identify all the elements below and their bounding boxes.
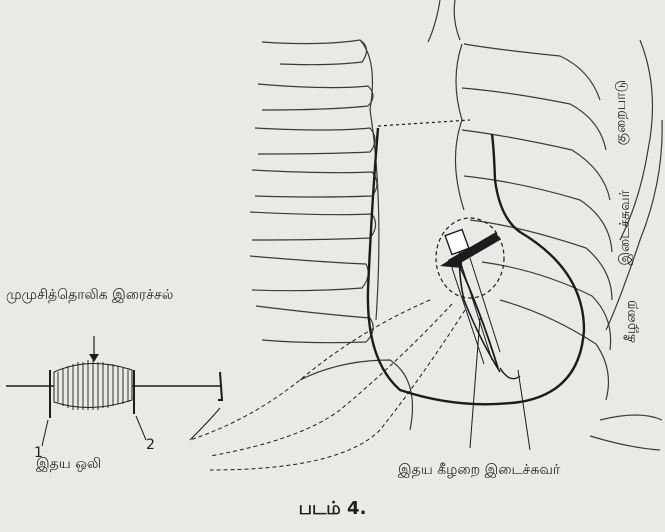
ventricle-vertical-label: கீழறை [622, 300, 639, 343]
rib-right-5 [470, 220, 612, 300]
marker-2-label: 2 [146, 437, 155, 453]
rib-far-right-2 [606, 120, 662, 330]
rib-right-1 [464, 44, 600, 100]
rib-left-7 [256, 306, 373, 343]
rib-right-3 [462, 130, 610, 200]
ribs-and-sternum [250, 0, 662, 450]
dashed-connector [378, 120, 470, 126]
rib-left-6 [250, 256, 368, 291]
curved-arrow [190, 408, 220, 440]
murmur-arrow-head [89, 354, 99, 362]
s1-pointer [42, 420, 48, 446]
rib-right-7 [500, 300, 608, 400]
rib-left-2 [258, 84, 373, 110]
dashed-flow-1 [190, 300, 430, 440]
rib-lower-left [300, 360, 413, 430]
septum-hook [500, 368, 520, 379]
dashed-flow-3 [210, 310, 465, 470]
heart-chamber-outline [368, 128, 584, 404]
rib-left-4 [252, 170, 377, 197]
sternum-right-edge [455, 44, 464, 210]
heart-sound-label: இதய ஒலி [36, 456, 101, 474]
flow-arrow-head [440, 252, 462, 268]
rib-lower-right [590, 415, 662, 450]
rib-left-1 [262, 40, 367, 65]
pointer-lines [190, 300, 530, 470]
sternum-top [428, 0, 460, 42]
heart-outline [368, 120, 584, 404]
rib-left-3 [255, 128, 375, 154]
murmur-label: முமுசித்தொலிக இரைச்சல் [6, 287, 173, 305]
rib-left-5 [250, 212, 376, 240]
defect-vertical-label: குறைபாடு [612, 80, 629, 145]
heart-sound-waveform [6, 336, 222, 446]
s2-pointer [136, 416, 146, 440]
septum-pointer-1 [518, 370, 530, 450]
septum-vertical-label: இடைச்சுவர் [616, 190, 633, 266]
dashed-flow-2 [210, 304, 452, 456]
rib-right-2 [462, 88, 606, 150]
figure-caption: படம் 4. [0, 498, 665, 521]
septum-label: இதய கீழறை இடைச்சுவர் [398, 462, 560, 480]
